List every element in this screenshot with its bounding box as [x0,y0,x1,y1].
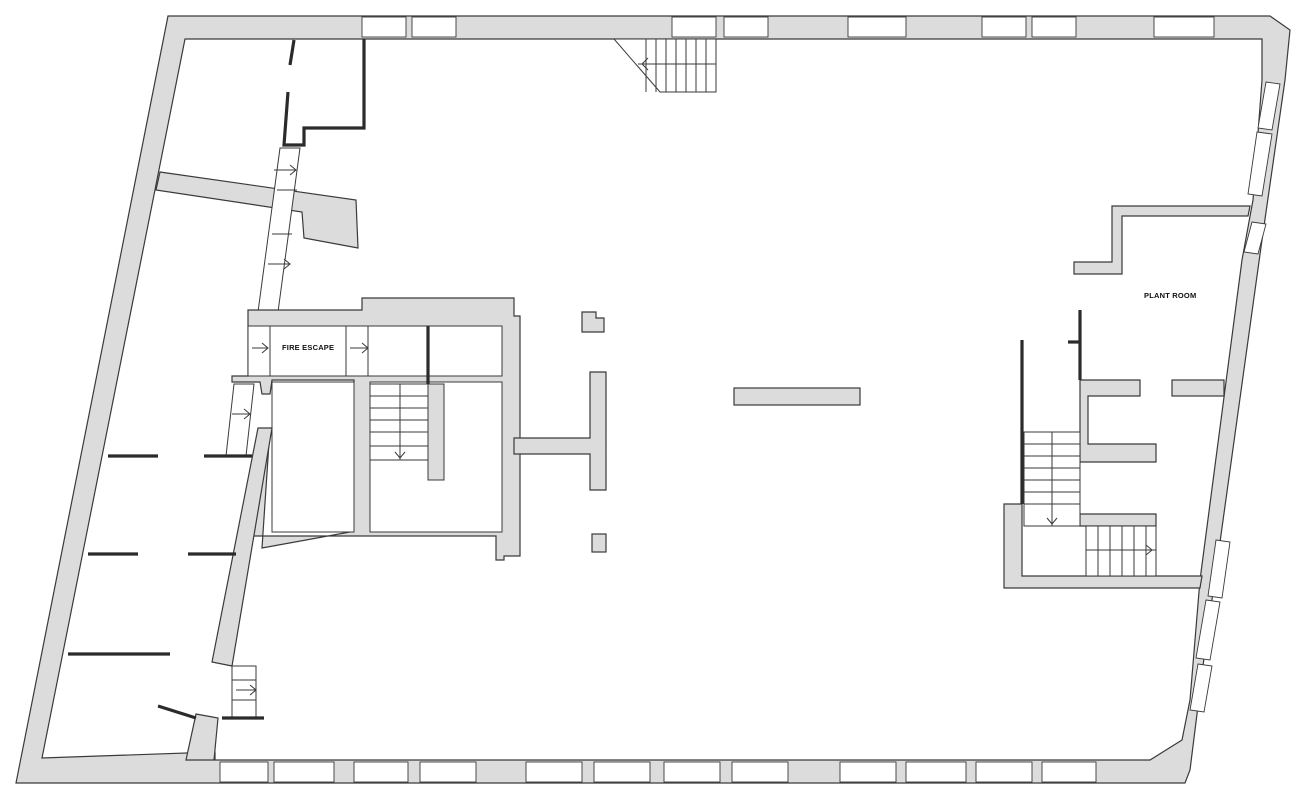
plant-room-label: PLANT ROOM [1144,291,1196,300]
right-windows [1189,81,1281,713]
plant-room-stairs [1023,431,1157,577]
bottom-windows [219,761,1097,783]
fire-escape-stair [369,326,445,481]
left-corridor [257,147,301,313]
outer-wall [15,15,1291,784]
fire-escape-label: FIRE ESCAPE [282,343,334,352]
plant-room-block: PLANT ROOM [1003,205,1251,589]
upper-left-partition [282,39,366,147]
top-windows [361,16,1215,38]
central-structure [513,311,861,553]
left-lower-corridor [185,383,273,761]
left-partitions [68,454,264,720]
slanted-wall [155,171,359,249]
top-stairs [612,38,717,93]
